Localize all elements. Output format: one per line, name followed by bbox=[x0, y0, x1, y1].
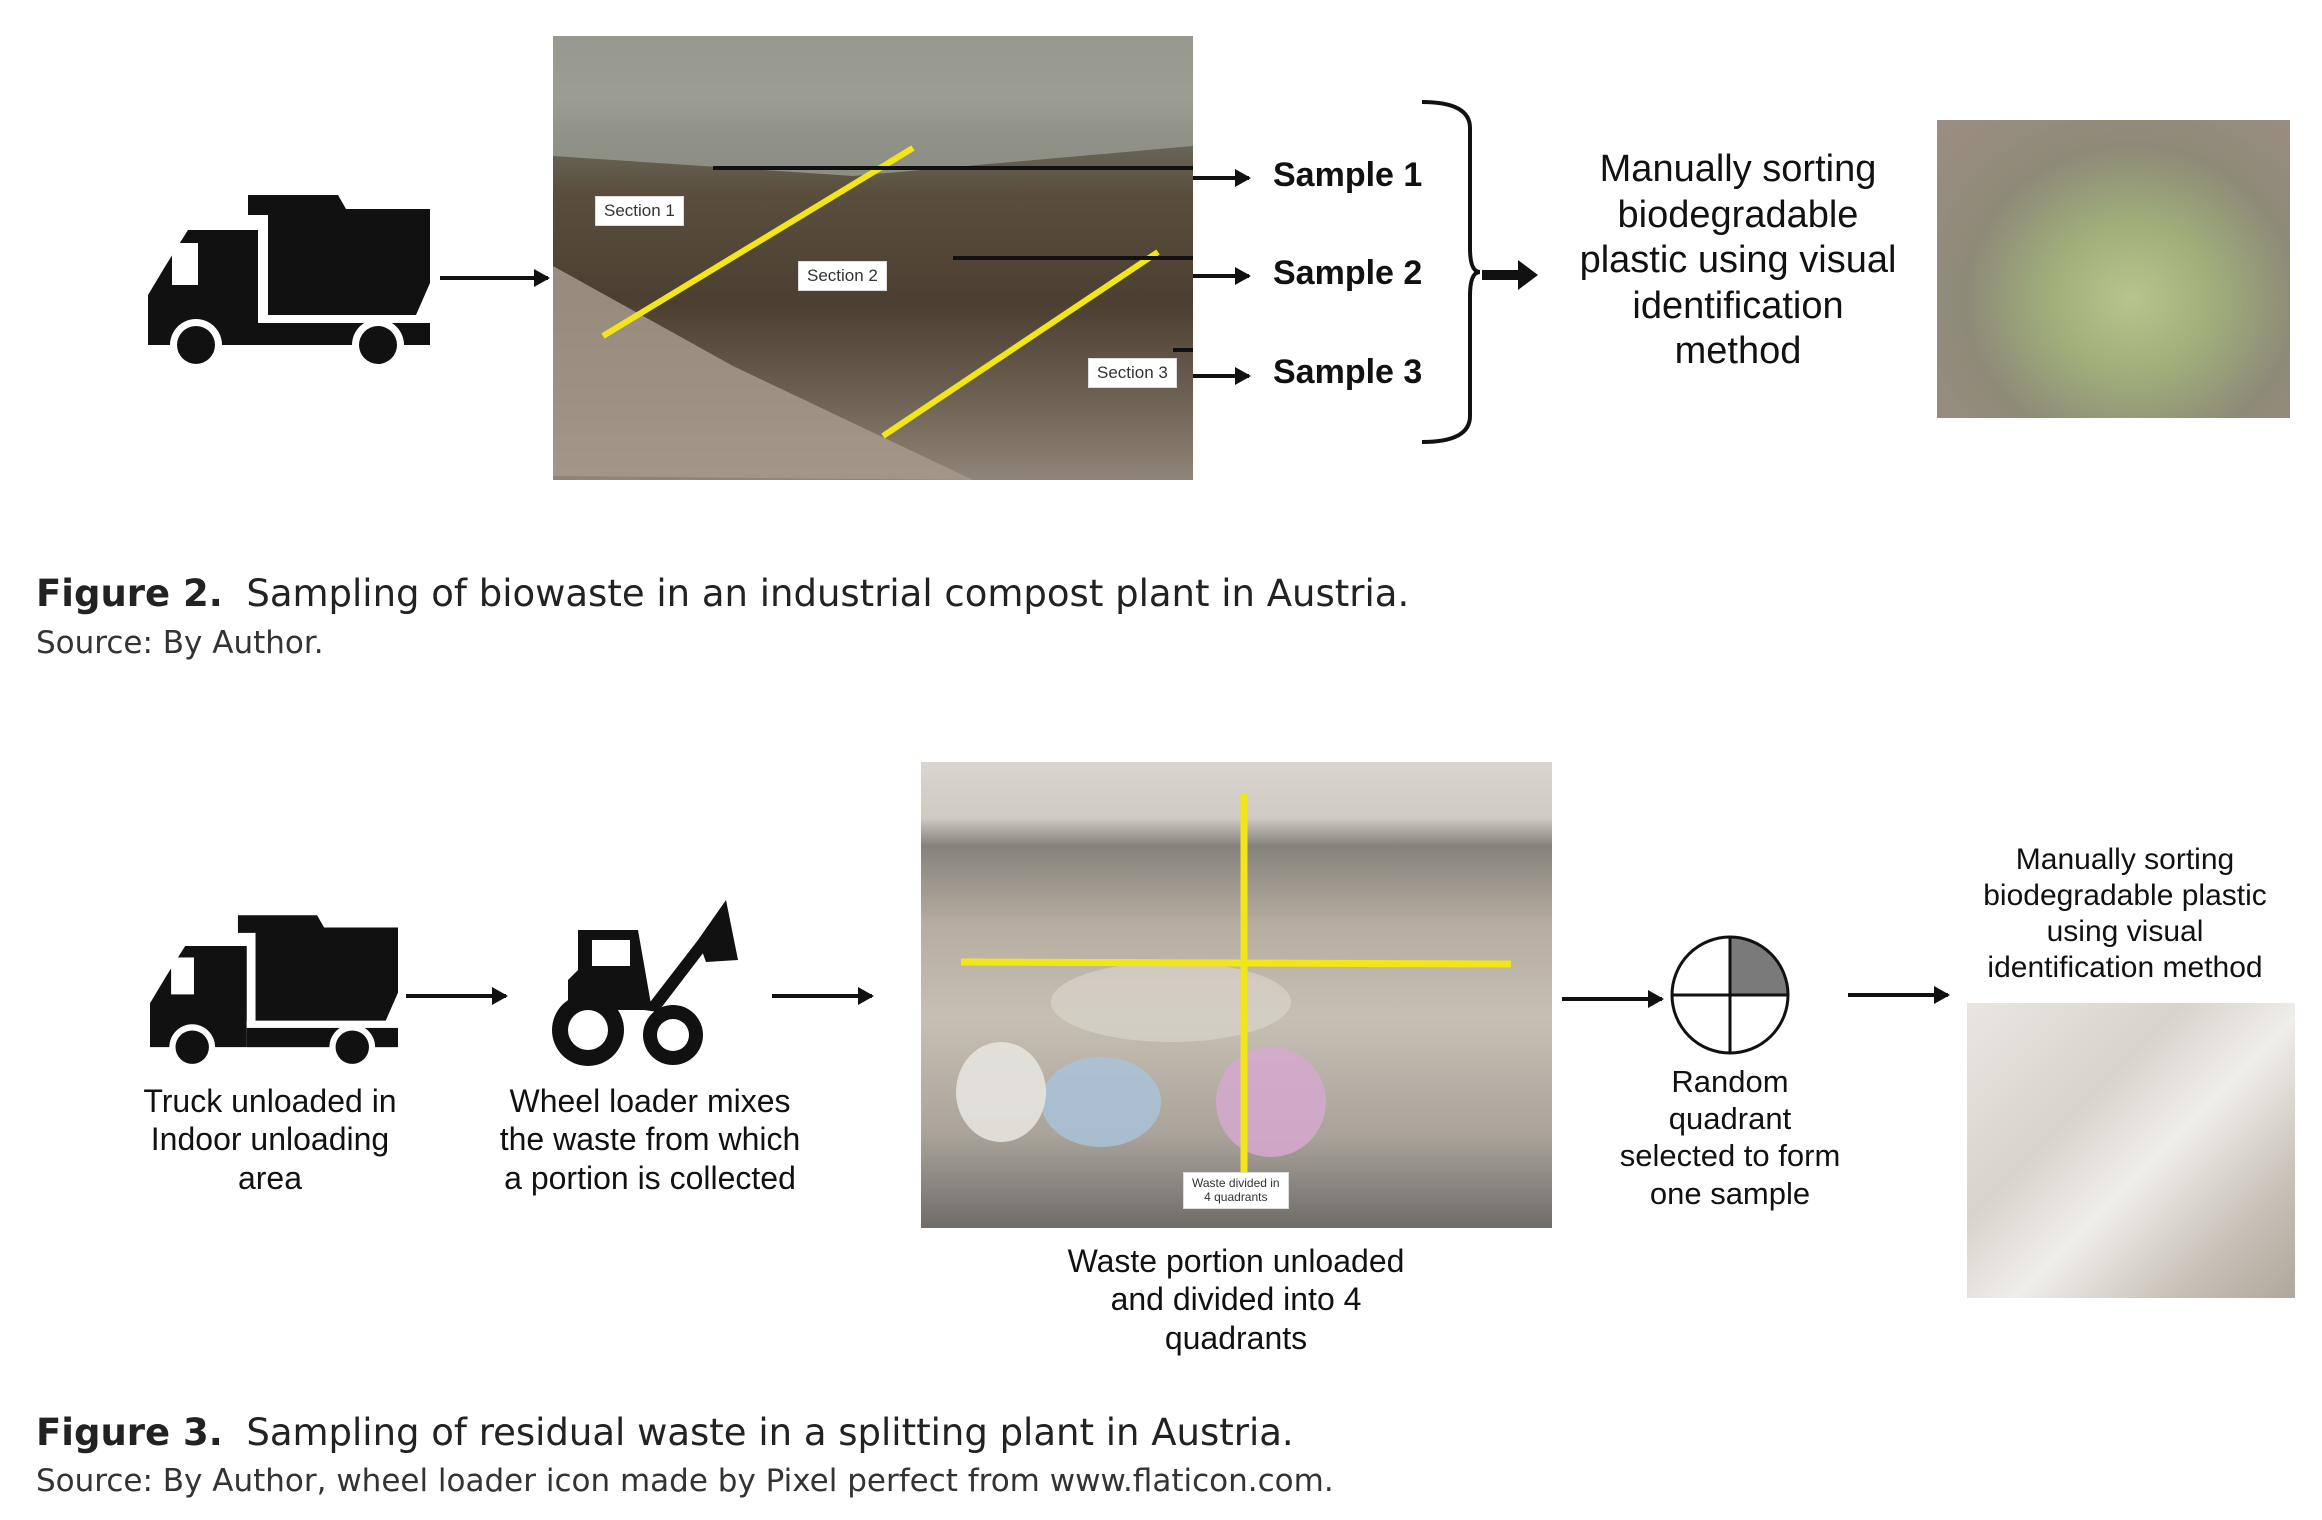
figure-3-caption: Figure 3. Sampling of residual waste in … bbox=[36, 1411, 1294, 1454]
quadrant-step-text: Random quadrant selected to form one sam… bbox=[1580, 1063, 1880, 1212]
figure-3-source: Source: By Author, wheel loader icon mad… bbox=[36, 1463, 1334, 1499]
figure-3-caption-text: Sampling of residual waste in a splittin… bbox=[246, 1411, 1294, 1454]
sorting-text-line: Manually sorting bbox=[2015, 843, 2235, 876]
dump-truck-icon bbox=[150, 915, 398, 1065]
sorting-text-line: biodegradable plastic bbox=[1983, 879, 2267, 912]
figure-2-caption-text: Sampling of biowaste in an industrial co… bbox=[246, 572, 1410, 615]
quadrant-circle-icon bbox=[1670, 935, 1790, 1055]
compost-windrow-photo: Section 1 Section 2 Section 3 bbox=[553, 36, 1193, 480]
portion-text-line: quadrants bbox=[1164, 1319, 1308, 1356]
loader-step-text: Wheel loader mixes the waste from which … bbox=[470, 1082, 830, 1197]
photo-label-line: Waste divided in bbox=[1192, 1176, 1280, 1190]
arrow-photo-to-quadrant bbox=[1562, 990, 1664, 1008]
dump-truck-icon bbox=[148, 195, 430, 365]
loader-text-line: the waste from which bbox=[499, 1121, 801, 1158]
wheel-loader-icon bbox=[552, 900, 738, 1066]
sorting-text-line: plastic using visual bbox=[1579, 239, 1897, 282]
portion-step-text: Waste portion unloaded and divided into … bbox=[1036, 1242, 1436, 1357]
right-brace-icon bbox=[1421, 100, 1480, 444]
loader-text-line: a portion is collected bbox=[504, 1159, 796, 1196]
portion-text-line: Waste portion unloaded bbox=[1067, 1243, 1405, 1279]
yellow-quadrant-line bbox=[960, 958, 1512, 968]
loader-text-line: Wheel loader mixes bbox=[509, 1083, 791, 1119]
waste-quadrants-photo: Waste divided in 4 quadrants bbox=[921, 762, 1552, 1228]
photo-label-quadrants: Waste divided in 4 quadrants bbox=[1183, 1172, 1289, 1209]
sample-1-label: Sample 1 bbox=[1273, 156, 1423, 194]
quadrant-text-line: one sample bbox=[1649, 1175, 1811, 1211]
portion-text-line: and divided into 4 bbox=[1110, 1281, 1362, 1318]
yellow-section-line bbox=[881, 249, 1160, 439]
sorting-text-line: Manually sorting bbox=[1599, 148, 1877, 190]
figure-3-label: Figure 3. bbox=[36, 1411, 223, 1454]
truck-text-line: area bbox=[237, 1159, 303, 1196]
sorting-step-text: Manually sorting biodegradable plastic u… bbox=[1940, 842, 2310, 986]
quadrant-text-line: quadrant bbox=[1668, 1101, 1792, 1137]
sorting-text-line: biodegradable bbox=[1617, 193, 1859, 236]
arrow-to-sample-1 bbox=[1193, 169, 1251, 187]
thick-arrow-icon bbox=[1482, 260, 1538, 290]
arrow-to-sample-2 bbox=[1193, 267, 1251, 285]
arrow-to-sample-3 bbox=[1193, 367, 1251, 385]
biodegradable-plastic-photo bbox=[1937, 120, 2290, 418]
figure-2-source: Source: By Author. bbox=[36, 625, 324, 661]
photo-label-section-3: Section 3 bbox=[1088, 358, 1177, 388]
quadrant-text-line: selected to form bbox=[1619, 1138, 1841, 1174]
photo-label-line: 4 quadrants bbox=[1204, 1190, 1268, 1205]
sample-2-label: Sample 2 bbox=[1273, 254, 1423, 292]
residual-plastic-photo bbox=[1967, 1003, 2295, 1298]
yellow-section-line bbox=[601, 145, 915, 339]
photo-label-section-2: Section 2 bbox=[798, 261, 887, 291]
quadrant-text-line: Random bbox=[1671, 1064, 1789, 1099]
arrow-truck-to-loader bbox=[406, 987, 508, 1005]
photo-label-section-1: Section 1 bbox=[595, 196, 684, 226]
arrow-quadrant-to-sorting bbox=[1848, 986, 1950, 1004]
sample-3-label: Sample 3 bbox=[1273, 353, 1423, 391]
figure-2-label: Figure 2. bbox=[36, 572, 223, 615]
truck-step-text: Truck unloaded in Indoor unloading area bbox=[120, 1082, 420, 1197]
truck-text-line: Truck unloaded in bbox=[143, 1083, 397, 1119]
sorting-text-line: method bbox=[1674, 330, 1802, 373]
figure-2-caption: Figure 2. Sampling of biowaste in an ind… bbox=[36, 572, 1409, 615]
arrow-loader-to-photo bbox=[772, 987, 874, 1005]
sorting-method-text: Manually sorting biodegradable plastic u… bbox=[1548, 147, 1928, 375]
truck-text-line: Indoor unloading bbox=[150, 1121, 390, 1158]
sorting-text-line: using visual bbox=[2046, 915, 2204, 948]
arrow-truck-to-photo bbox=[440, 269, 550, 287]
sorting-text-line: identification method bbox=[1987, 951, 2263, 984]
sorting-text-line: identification bbox=[1632, 284, 1844, 327]
